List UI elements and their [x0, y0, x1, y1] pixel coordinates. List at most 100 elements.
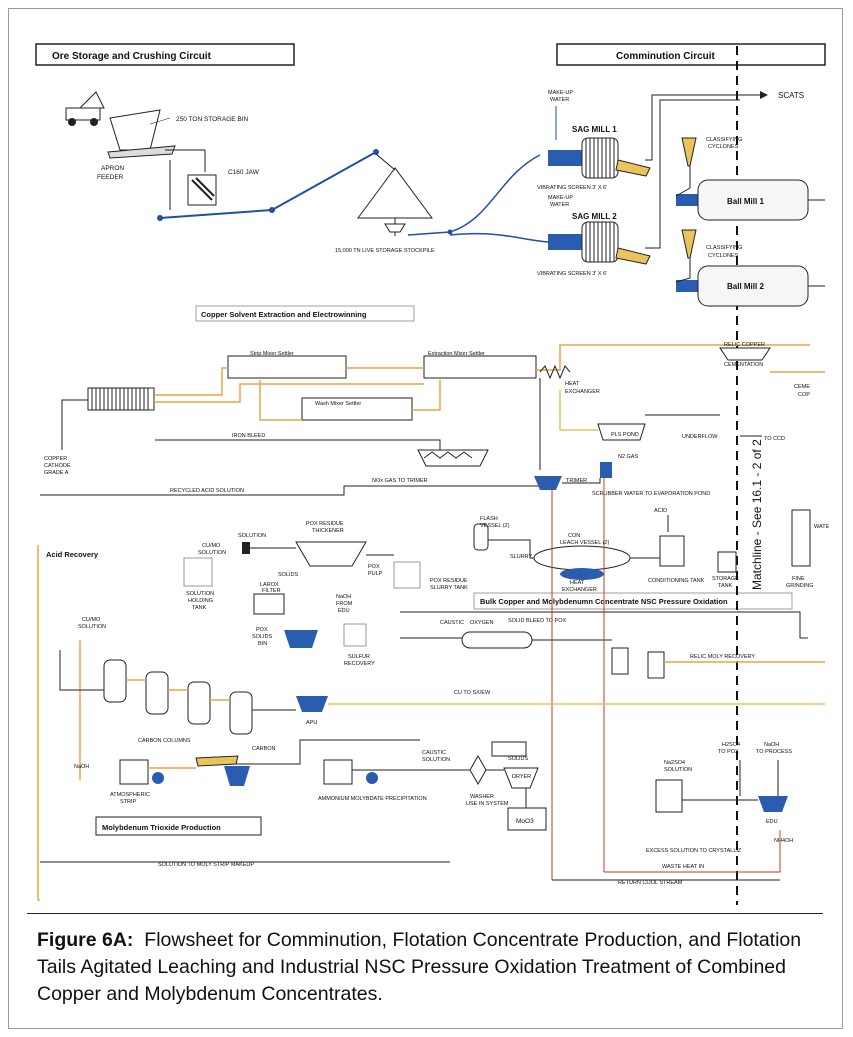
dryer-feed-icon — [491, 741, 527, 757]
cyclone-1-icon — [681, 137, 697, 167]
label-washer: WASHER — [470, 794, 494, 800]
wash-settler-icon — [301, 397, 413, 421]
thickener-icon — [295, 541, 367, 567]
label-sag-mill-1: SAG MILL 1 — [572, 125, 617, 134]
filter-diamond-icon — [469, 754, 487, 786]
pls-pond-icon — [597, 423, 646, 441]
section-ore-storage: Ore Storage and Crushing Circuit — [35, 43, 295, 66]
atmospheric-strip-icon — [119, 759, 149, 785]
label-solids: SOLIDS — [278, 572, 299, 578]
label-wash-settler: Wash Mixer Settler — [315, 401, 361, 407]
label-cumo-sol-b: SOLUTION — [198, 550, 226, 556]
label-nh4oh: NH4OH — [774, 838, 793, 844]
copper-sx-ew: COPPER CATHODE GRADE A Strip Mixer Settl… — [44, 342, 825, 476]
label-cumo-sol-a: CU/MO — [202, 543, 221, 549]
label-screen-2: VIBRATING SCREEN 3' X 6' — [537, 271, 607, 277]
pox-circuit: CU/MO SOLUTION SOLUTION POX RESIDUE THIC… — [37, 478, 830, 901]
dryer-icon — [503, 767, 539, 789]
label-excess: EXCESS SOLUTION TO CRYSTALLIZ — [646, 848, 742, 854]
label-apron: APRON — [101, 165, 124, 172]
label-storage-a: STORAGE — [712, 576, 739, 582]
label-wate: WATE — [814, 524, 830, 530]
larox-filter-icon — [253, 593, 285, 615]
con-leach-vessel-icon — [533, 545, 631, 571]
sag-mill-1-drive-icon — [548, 150, 582, 166]
carbon-bin-icon — [224, 766, 250, 786]
label-pox-residue-a: POX RESIDUE — [306, 521, 344, 527]
label-h2so4-a: H2SO4 — [722, 742, 740, 748]
section-title-ore-storage: Ore Storage and Crushing Circuit — [52, 51, 212, 62]
na2so4-tank-icon — [655, 779, 683, 813]
label-heat-ex2: EXCHANGER — [565, 389, 600, 395]
strip-settler-icon — [227, 355, 347, 379]
label-hx2-a: HEAT — [570, 580, 585, 586]
section-title-moly-trioxide: Molybdenum Trioxide Production — [102, 823, 221, 832]
label-sulfur-b: RECOVERY — [344, 661, 375, 667]
label-makeup-water-1b: WATER — [550, 97, 569, 103]
trimer-area: RECYCLED ACID SOLUTION NOx GAS TO TRIMER… — [40, 454, 710, 532]
heat-exchanger-icon — [539, 364, 571, 380]
label-return-cool: RETURN COOL STREAM — [618, 880, 683, 886]
label-flash-b: VESSEL (2) — [480, 523, 510, 529]
label-pox-residue-b: THICKENER — [312, 528, 344, 534]
label-ball-mill-1: Ball Mill 1 — [727, 197, 764, 206]
label-naoh-edu-a: NaOH — [336, 594, 351, 600]
label-oxygen: OXYGEN — [470, 620, 494, 626]
solution-holding-tank-icon — [183, 557, 213, 587]
label-sol-holding-b: HOLDING — [188, 598, 213, 604]
label-storage-bin: 250 TON STORAGE BIN — [176, 116, 249, 123]
section-copper-sx: Copper Solvent Extraction and Electrowin… — [195, 305, 415, 322]
label-cyclones-2a: CLASSIFYING — [706, 245, 742, 251]
label-caustic-sol-a: CAUSTIC — [422, 750, 446, 756]
label-solids-bin-a: POX — [256, 627, 268, 633]
label-hx2-b: EXCHANGER — [562, 587, 597, 593]
label-solids2: SOLIDS — [508, 756, 529, 762]
label-na2so4-a: Na2SO4 — [664, 760, 685, 766]
crushing-circuit: 250 TON STORAGE BIN APRON FEEDER C160 JA… — [65, 91, 541, 254]
label-solution: SOLUTION — [238, 533, 266, 539]
label-carbon: CARBON — [252, 746, 276, 752]
relic-moly-tank-1-icon — [611, 647, 629, 675]
comminution-circuit: MAKE-UP WATER SAG MILL 1 VIBRATING SCREE… — [449, 90, 825, 307]
label-ammonium: AMMONIUM MOLYBDATE PRECIPITATION — [318, 796, 427, 802]
label-naoh-edu-c: EDU — [338, 608, 350, 614]
flash-vessel-icon — [473, 523, 489, 551]
relic-copper-icon — [719, 347, 771, 361]
label-makeup-water-1a: MAKE-UP — [548, 90, 573, 96]
label-cu-sxew: CU TO SX/EW — [454, 690, 491, 696]
label-extraction-settler: Extraction Mixer Settler — [428, 351, 485, 357]
n2-tank-icon — [600, 462, 612, 478]
label-acid: ACID — [654, 508, 667, 514]
label-naoh-proc-b: TO PROCESS — [756, 749, 792, 755]
label-cathode-3: GRADE A — [44, 470, 69, 476]
heat-exchanger-2-icon — [560, 568, 604, 580]
label-larox-b: FILTER — [262, 588, 281, 594]
carbon-columns: CU/MO SOLUTION CARBON COLUMNS APU CU TO … — [59, 617, 825, 786]
label-pox-pulp-b: PULP — [368, 571, 383, 577]
label-waste-heat: WASTE HEAT IN — [662, 864, 704, 870]
label-relic-moly: RELIC MOLY RECOVERY — [690, 654, 755, 660]
label-to-ccd: TO CCD — [764, 436, 785, 442]
label-fine-a: FINE — [792, 576, 805, 582]
sulfur-recovery-icon — [343, 623, 367, 647]
label-conditioning: CONDITIONING TANK — [648, 578, 705, 584]
label-strip-settler: Strip Mixer Settler — [250, 351, 294, 357]
label-caustic: CAUSTIC — [440, 620, 464, 626]
label-washer2: USE IN SYSTEM — [466, 801, 509, 807]
sag-mill-2-icon — [581, 221, 619, 263]
label-jaw: C160 JAW — [228, 169, 260, 176]
edu-area: Na2SO4 SOLUTION H2SO4 TO POX NaOH TO PRO… — [552, 742, 793, 886]
label-solids-bin-b: SOLIDS — [252, 634, 273, 640]
stockpile-icon — [357, 167, 433, 219]
label-carbon-columns: CARBON COLUMNS — [138, 738, 191, 744]
carbon-column-4-icon — [229, 691, 253, 735]
fine-grinding-icon — [791, 509, 811, 567]
figure-frame — [8, 8, 843, 1029]
screen-2-icon — [615, 247, 651, 265]
label-stockpile: 15,000 TN LIVE STORAGE STOCKPILE — [335, 248, 435, 254]
figure-caption-box: Figure 6A: Flowsheet for Comminution, Fl… — [27, 913, 823, 1017]
label-sol-holding-c: TANK — [192, 605, 207, 611]
label-cumo-left-a: CU/MO — [82, 617, 101, 623]
carbon-column-3-icon — [187, 681, 211, 725]
